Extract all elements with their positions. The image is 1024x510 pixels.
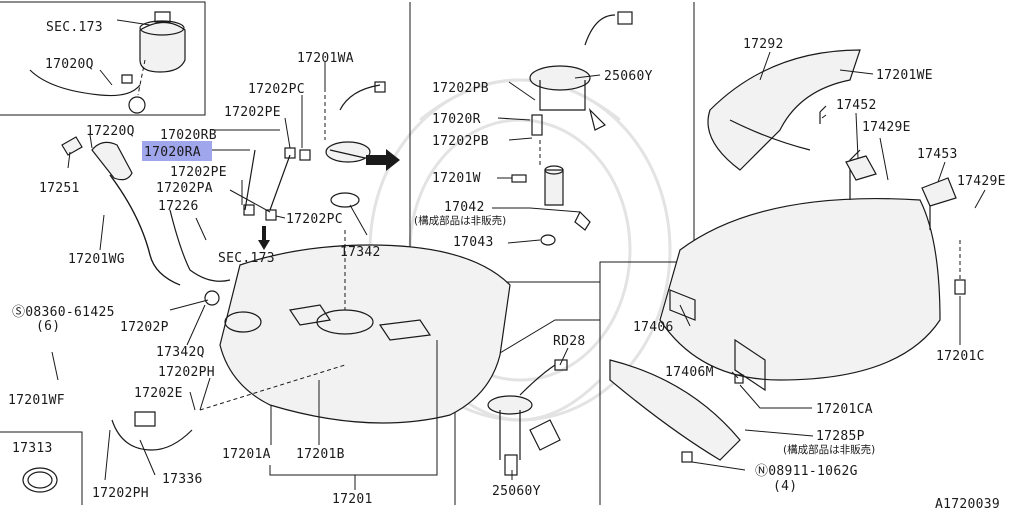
fuel-tank-right — [609, 149, 966, 463]
label-17313: 17313 — [12, 441, 53, 456]
label-17220q: 17220Q — [86, 124, 135, 139]
label-17202pc-b: 17202PC — [286, 212, 343, 227]
label-17202pe-b: 17202PE — [224, 105, 281, 120]
callout-arrow — [258, 149, 400, 250]
label-17020q: 17020Q — [45, 57, 94, 72]
label-25060y-a: 25060Y — [604, 69, 653, 84]
label-17429e-a: 17429E — [862, 120, 911, 135]
label-sec173-mid: SEC.173 — [218, 251, 275, 266]
label-08911-1062g: Ⓝ08911-1062G — [755, 464, 858, 479]
label-17251: 17251 — [39, 181, 80, 196]
fuel-pump-center — [511, 11, 633, 246]
fuel-tank-left — [111, 230, 511, 451]
label-17226: 17226 — [158, 199, 199, 214]
label-17201b: 17201B — [296, 447, 345, 462]
label-17452: 17452 — [836, 98, 877, 113]
label-17202pa: 17202PA — [156, 181, 213, 196]
label-17042: 17042 — [444, 200, 485, 215]
label-17201wa: 17201WA — [297, 51, 354, 66]
label-17201c: 17201C — [936, 349, 985, 364]
label-17202e: 17202E — [134, 386, 183, 401]
vent-hoses — [243, 147, 311, 221]
label-17202p: 17202P — [120, 320, 169, 335]
label-08360-61425: Ⓢ08360-61425 — [12, 305, 115, 320]
label-17201wf: 17201WF — [8, 393, 65, 408]
part-labels: SEC.173 17020Q 17220Q 17251 17201WG Ⓢ083… — [8, 20, 1006, 510]
label-17020ra: 17020RA — [144, 145, 201, 160]
label-17202ph-a: 17202PH — [158, 365, 215, 380]
label-17202pb-b: 17202PB — [432, 134, 489, 149]
label-17202pe-a: 17202PE — [170, 165, 227, 180]
label-25060y-b: 25060Y — [492, 484, 541, 499]
panel-frames — [0, 1, 695, 505]
heat-shield — [707, 49, 861, 171]
label-17285p: 17285P — [816, 429, 865, 444]
label-17429e-b: 17429E — [957, 174, 1006, 189]
highlight-17020RA — [142, 141, 212, 161]
label-08911-qty: (4) — [773, 479, 797, 494]
label-17406m: 17406M — [665, 365, 714, 380]
label-17043: 17043 — [453, 235, 494, 250]
label-17342: 17342 — [340, 245, 381, 260]
filler-neck-assembly — [61, 136, 231, 306]
fuel-pump-bottom — [487, 359, 568, 476]
label-17042-note: (構成部品は非販売) — [414, 214, 506, 227]
label-17285p-note: (構成部品は非販売) — [783, 443, 875, 456]
label-17020r: 17020R — [432, 112, 481, 127]
label-17202pb-a: 17202PB — [432, 81, 489, 96]
label-17201we: 17201WE — [876, 68, 933, 83]
label-rd28: RD28 — [553, 334, 586, 349]
label-sec173-top: SEC.173 — [46, 20, 103, 35]
label-17201a: 17201A — [222, 447, 271, 462]
label-17201ca: 17201CA — [816, 402, 873, 417]
reservoir-assembly — [29, 11, 186, 114]
ring-gasket-17313 — [22, 467, 58, 493]
label-17453: 17453 — [917, 147, 958, 162]
label-17020rb: 17020RB — [160, 128, 217, 143]
label-08360-qty: (6) — [36, 319, 60, 334]
label-17292: 17292 — [743, 37, 784, 52]
pump-unit-small — [324, 81, 386, 208]
label-17201w: 17201W — [432, 171, 481, 186]
label-17406: 17406 — [633, 320, 674, 335]
label-17201wg: 17201WG — [68, 252, 125, 267]
label-17336: 17336 — [162, 472, 203, 487]
label-17342q: 17342Q — [156, 345, 205, 360]
label-17202ph-b: 17202PH — [92, 486, 149, 501]
leader-lines — [51, 19, 986, 490]
label-17202pc-a: 17202PC — [248, 82, 305, 97]
label-17201: 17201 — [332, 492, 373, 507]
ring-gasket-inner — [27, 471, 53, 489]
label-diagram-code: A1720039 — [935, 497, 1000, 510]
